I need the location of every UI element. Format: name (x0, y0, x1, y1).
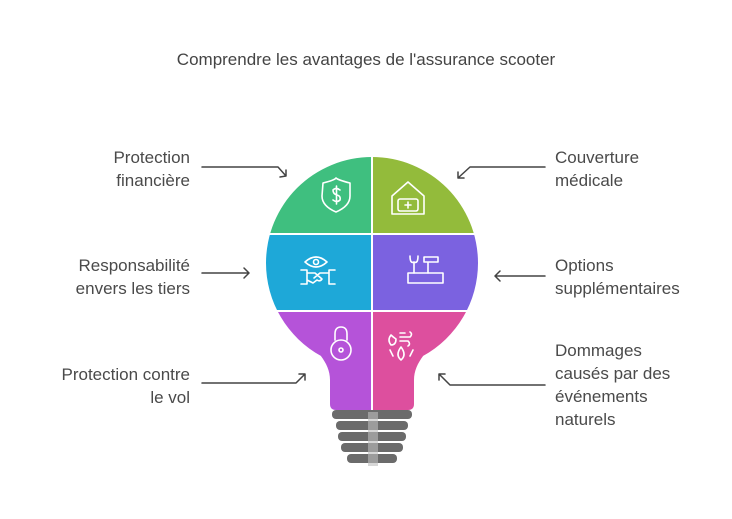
arrow-theft (201, 373, 306, 384)
label-additional-options: Options supplémentaires (555, 254, 680, 300)
label-theft-protection: Protection contre le vol (61, 363, 190, 409)
label-financial-protection: Protection financière (113, 146, 190, 192)
label-line: médicale (555, 171, 624, 190)
connector-arrows (201, 166, 546, 386)
label-line: financière (116, 171, 190, 190)
arrow-financial (201, 166, 287, 178)
shield-dollar-icon (321, 177, 351, 213)
arrow-natural (438, 373, 546, 386)
label-line: Responsabilité (78, 256, 190, 275)
medical-house-icon (391, 181, 425, 215)
arrow-medical (457, 166, 546, 179)
natural-disaster-icon (388, 331, 414, 361)
label-line: causés par des (555, 364, 671, 383)
padlock-icon (330, 326, 352, 361)
label-line: naturels (555, 410, 616, 429)
arrow-liability (201, 267, 250, 279)
label-third-party-liability: Responsabilité envers les tiers (76, 254, 190, 300)
label-line: Protection (113, 148, 190, 167)
label-line: événements (555, 387, 648, 406)
label-line: Couverture (555, 148, 640, 167)
label-line: Protection contre (61, 365, 190, 384)
arrow-options (494, 270, 546, 282)
diagram-title: Comprendre les avantages de l'assurance … (176, 50, 556, 69)
bulb-screw-base (332, 410, 412, 466)
segment-financial (266, 157, 371, 233)
label-line: Options (555, 256, 614, 275)
segment-medical (373, 157, 478, 233)
label-line: Dommages (555, 341, 642, 360)
handshake-eye-icon (300, 256, 336, 285)
segment-natural (373, 312, 478, 410)
label-line: supplémentaires (555, 279, 680, 298)
label-natural-damage: Dommages causés par des événements naturels (555, 339, 670, 431)
segment-theft (266, 312, 371, 410)
label-line: envers les tiers (75, 279, 190, 298)
segment-liability (266, 235, 371, 310)
label-medical-coverage: Couverture médicale (555, 146, 639, 192)
toolbox-icon (407, 255, 444, 284)
label-line: le vol (150, 388, 190, 407)
